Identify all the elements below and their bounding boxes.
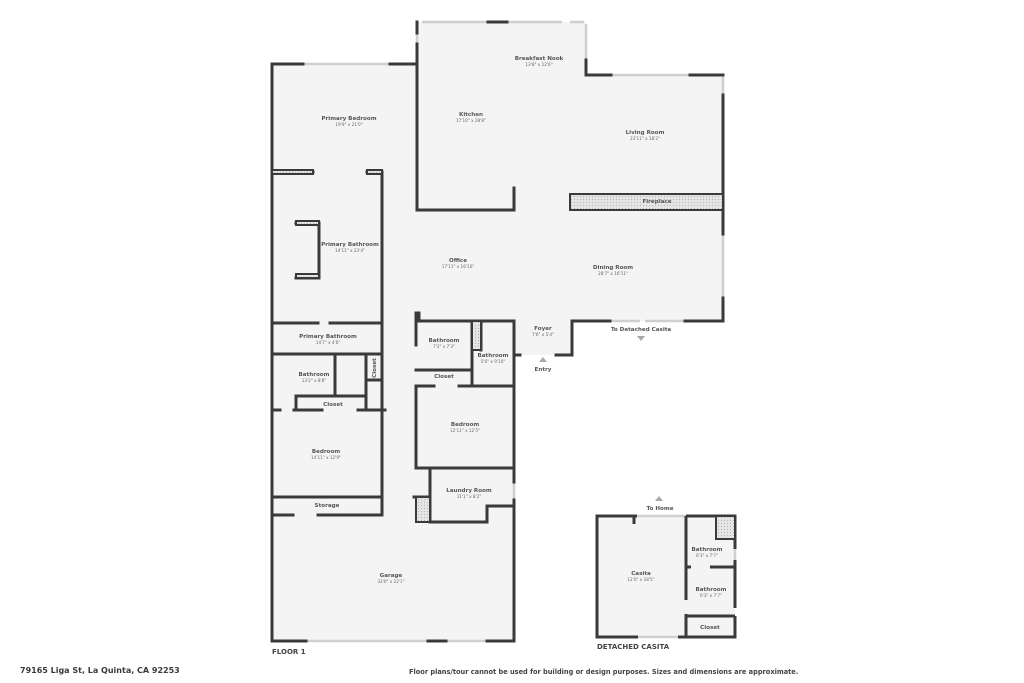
room-label-primary-bathroom: Primary Bathroom bbox=[321, 242, 379, 248]
room-dims: 14'7" x 4'6" bbox=[316, 340, 341, 345]
floor-label-floor-1: FLOOR 1 bbox=[272, 648, 306, 656]
room-label-kitchen: Kitchen bbox=[459, 112, 483, 118]
room-dims: 11'1" x 8'2" bbox=[457, 494, 482, 499]
room-dims: 13'2" x 8'8" bbox=[302, 378, 327, 383]
room-label-fireplace: Fireplace bbox=[642, 199, 671, 205]
disclaimer: Floor plans/tour cannot be used for buil… bbox=[409, 668, 799, 676]
floor-label-detached-casita: DETACHED CASITA bbox=[597, 643, 670, 651]
room-dims: 7'6" x 5'4" bbox=[532, 332, 554, 337]
room-label-garage: Garage bbox=[380, 573, 403, 579]
room-dims: 14'11" x 12'9" bbox=[311, 455, 341, 460]
room-label-dining-room: Dining Room bbox=[593, 265, 633, 271]
markers bbox=[539, 336, 663, 501]
casita-windows bbox=[637, 514, 737, 639]
room-labels: Breakfast Nook 13'8" x 12'6" Primary Bed… bbox=[299, 56, 727, 631]
room-dims: 12'11" x 12'5" bbox=[450, 428, 480, 433]
room-label-storage: Storage bbox=[315, 503, 340, 509]
room-dims: 5'6" x 9'10" bbox=[481, 359, 506, 364]
room-dims: 17'11" x 16'10" bbox=[442, 264, 475, 269]
room-dims: 13'8" x 12'6" bbox=[525, 62, 552, 67]
room-label-closet-vertical: Closet bbox=[372, 358, 378, 378]
room-label-bathroom-2: Bathroom bbox=[478, 353, 509, 359]
room-label-closet-2: Closet bbox=[434, 374, 454, 380]
room-label-primary-bathroom-2: Primary Bathroom bbox=[299, 334, 357, 340]
room-label-foyer: Foyer bbox=[534, 326, 552, 332]
room-label-bedroom-2: Bedroom bbox=[312, 449, 341, 455]
room-dims: 6'3" x 7'7" bbox=[700, 593, 722, 598]
property-address: 79165 Liga St, La Quinta, CA 92253 bbox=[20, 666, 180, 675]
casita-fill bbox=[597, 516, 735, 637]
room-dims: 23'11" x 18'2" bbox=[630, 136, 660, 141]
room-label-laundry-room: Laundry Room bbox=[446, 488, 492, 494]
room-dims: 6'3" x 7'7" bbox=[696, 553, 718, 558]
room-dims: 28'7" x 16'11" bbox=[598, 271, 628, 276]
room-label-casita-bathroom-2: Bathroom bbox=[696, 587, 727, 593]
room-label-closet: Closet bbox=[323, 402, 343, 408]
to-home-arrow-icon bbox=[655, 496, 663, 501]
room-dims: 12'0" x 18'5" bbox=[627, 577, 654, 582]
casita-hatch bbox=[715, 515, 736, 540]
room-label-living-room: Living Room bbox=[626, 130, 665, 136]
room-label-primary-bedroom: Primary Bedroom bbox=[321, 116, 376, 122]
floor-fill bbox=[272, 22, 723, 641]
room-label-bathroom: Bathroom bbox=[429, 338, 460, 344]
hatched-areas bbox=[271, 169, 724, 523]
room-dims: 7'2" x 7'3" bbox=[433, 344, 455, 349]
to-home-label: To Home bbox=[646, 506, 673, 512]
room-label-breakfast-nook: Breakfast Nook bbox=[515, 56, 564, 62]
room-label-bathroom-3: Bathroom bbox=[299, 372, 330, 378]
room-dims: 17'10" x 28'8" bbox=[456, 118, 486, 123]
to-casita-label: To Detached Casita bbox=[611, 327, 672, 333]
room-label-office: Office bbox=[449, 258, 467, 264]
room-label-casita-bathroom: Bathroom bbox=[692, 547, 723, 553]
room-dims: 19'9" x 21'0" bbox=[335, 122, 362, 127]
room-label-bedroom: Bedroom bbox=[451, 422, 480, 428]
to-casita-arrow-icon bbox=[637, 336, 645, 341]
room-dims: 33'0" x 22'1" bbox=[377, 579, 404, 584]
room-label-casita-closet: Closet bbox=[700, 625, 720, 631]
entry-label: Entry bbox=[535, 367, 552, 373]
entry-arrow-icon bbox=[539, 357, 547, 362]
room-label-casita: Casita bbox=[631, 571, 651, 577]
room-dims: 14'11" x 23'4" bbox=[335, 248, 365, 253]
